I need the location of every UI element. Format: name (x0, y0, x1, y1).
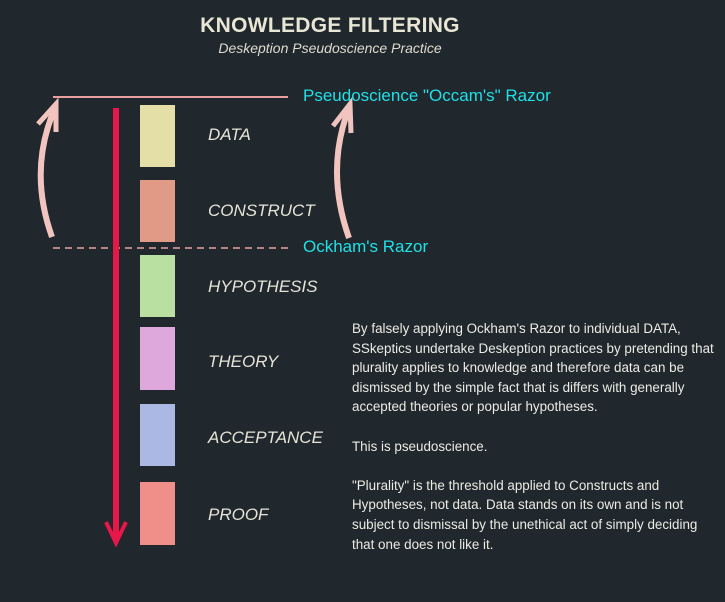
level-box-acceptance (140, 404, 175, 466)
paragraph-plurality: "Plurality" is the threshold applied to … (352, 477, 698, 552)
level-label-theory: THEORY (208, 352, 279, 371)
paragraph-deskeption: By falsely applying Ockham's Razor to in… (352, 321, 714, 415)
filter-arrow-head (104, 521, 128, 548)
level-label-acceptance: ACCEPTANCE (208, 428, 323, 447)
explanation-text: By falsely applying Ockham's Razor to in… (352, 319, 722, 574)
page-title: KNOWLEDGE FILTERING (200, 14, 460, 37)
level-box-construct (140, 180, 175, 242)
left-curved-arrow-head (36, 97, 59, 132)
level-label-proof: PROOF (208, 505, 269, 524)
left-curved-arrow (37, 106, 58, 239)
level-box-proof (140, 482, 175, 545)
level-label-construct: CONSTRUCT (208, 201, 315, 220)
right-curved-arrow-head (331, 96, 354, 134)
pseudo-razor-label: Pseudoscience "Occam's" Razor (303, 86, 551, 105)
level-label-hypothesis: HYPOTHESIS (208, 277, 318, 296)
level-box-hypothesis (140, 255, 175, 317)
paragraph-pseudoscience: This is pseudoscience. (352, 438, 488, 454)
ockham-razor-label: Ockham's Razor (303, 237, 429, 256)
level-label-data: DATA (208, 125, 251, 144)
right-curved-arrow (334, 106, 352, 239)
page-subtitle: Deskeption Pseudoscience Practice (218, 40, 442, 56)
level-box-theory (140, 327, 175, 390)
level-box-data (140, 105, 175, 167)
